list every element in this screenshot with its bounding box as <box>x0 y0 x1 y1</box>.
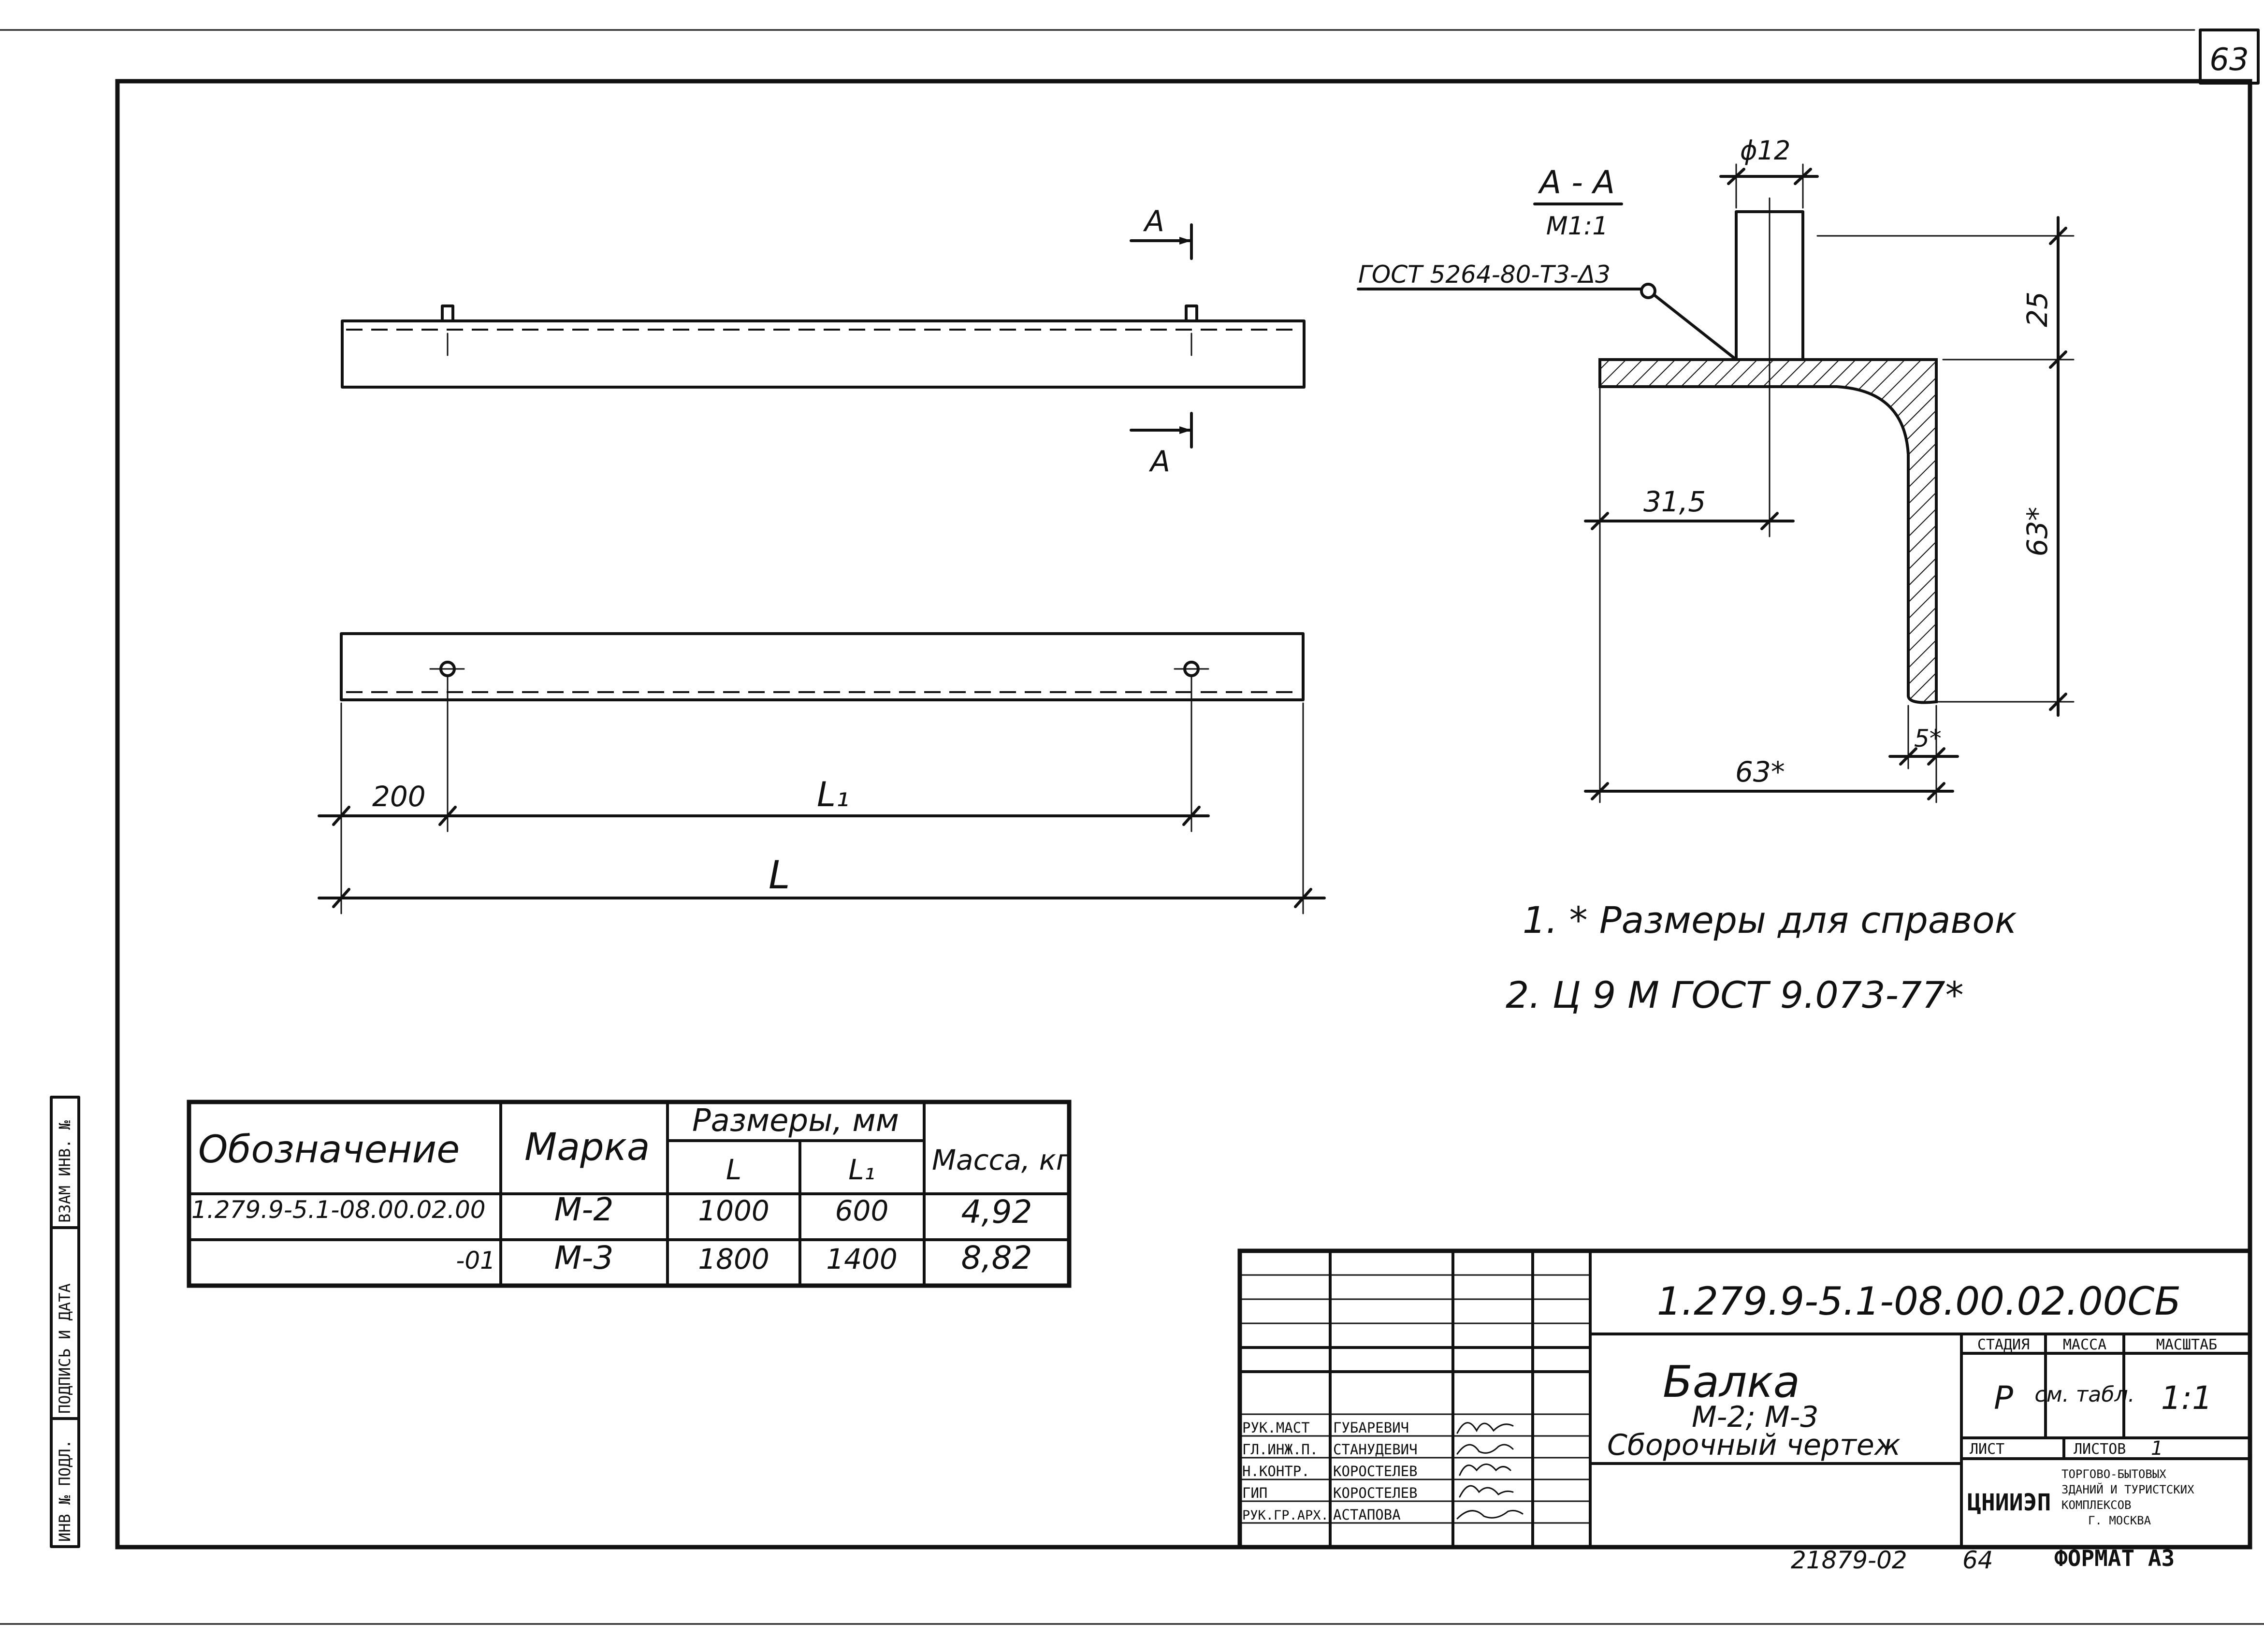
header-mass: Масса, кг <box>932 1144 1071 1176</box>
scale-value: 1:1 <box>2161 1379 2212 1417</box>
svg-text:А - А: А - А <box>1538 164 1615 201</box>
row1-mark: М-2 <box>554 1191 614 1228</box>
note-1: 1. * Размеры для справок <box>1523 898 2017 942</box>
sheet-label: ЛИСТ <box>1970 1441 2004 1458</box>
section-mark-bottom: А <box>1130 412 1193 478</box>
drawing-marks: М-2; М-3 <box>1692 1400 1818 1434</box>
stage-value: Р <box>1994 1379 2013 1417</box>
sheets-value: 1 <box>2151 1437 2163 1460</box>
org-logo: ЦНИИЭП <box>1967 1489 2051 1516</box>
dimension-63-horizontal: 63* <box>1735 755 1785 788</box>
row1-L1: 600 <box>835 1194 889 1227</box>
sheet-seq: 64 <box>1962 1546 1993 1574</box>
row2-designation: -01 <box>456 1246 495 1275</box>
staff-name-5: АСТАПОВА <box>1333 1507 1401 1523</box>
staff-name-4: КОРОСТЕЛЕВ <box>1333 1485 1418 1501</box>
dimension-200: 200 <box>372 780 426 813</box>
stamp-inv-podl: ИНВ № ПОДЛ. <box>56 1439 74 1542</box>
header-mark: Марка <box>524 1126 650 1169</box>
stage-label: СТАДИЯ <box>1977 1336 2030 1353</box>
row2-mass: 8,82 <box>961 1239 1032 1276</box>
staff-name-3: КОРОСТЕЛЕВ <box>1333 1463 1418 1479</box>
svg-text:А: А <box>1143 204 1164 238</box>
spec-table: Обозначение Марка Размеры, мм L L₁ Масса… <box>187 1100 1072 1288</box>
signature-5 <box>1456 1509 1524 1520</box>
staff-role-5: РУК.ГР.АРХ. <box>1242 1508 1329 1523</box>
dimension-31-5: 31,5 <box>1643 485 1706 518</box>
scale-label: МАСШТАБ <box>2156 1336 2217 1353</box>
drawing-frame <box>115 79 2252 1550</box>
row2-L: 1800 <box>698 1243 769 1275</box>
org-line-4: Г. МОСКВА <box>2088 1514 2151 1527</box>
staff-role-4: ГИП <box>1242 1485 1267 1501</box>
row2-mark: М-3 <box>554 1239 614 1276</box>
dimension-5: 5* <box>1914 725 1942 753</box>
staff-role-2: ГЛ.ИНЖ.П. <box>1242 1441 1318 1458</box>
page-number-box: 63 <box>2199 29 2260 85</box>
side-stamp: ИНВ № ПОДЛ. ПОДПИСЬ И ДАТА ВЗАМ ИНВ. № <box>50 1096 80 1548</box>
signature-2 <box>1456 1444 1514 1455</box>
mass-value: см. табл. <box>2034 1382 2134 1407</box>
stamp-podpis: ПОДПИСЬ И ДАТА <box>56 1283 74 1414</box>
format-label: ФОРМАТ А3 <box>2054 1545 2175 1571</box>
drawing-name: Балка <box>1663 1357 1800 1407</box>
svg-text:А: А <box>1148 445 1170 478</box>
row1-mass: 4,92 <box>961 1193 1032 1231</box>
header-L1: L₁ <box>848 1153 875 1186</box>
dimension-25: 25 <box>2021 291 2054 327</box>
sheets-label: ЛИСТОВ <box>2074 1441 2126 1458</box>
row2-L1: 1400 <box>826 1243 898 1275</box>
dimension-L: L <box>769 853 790 898</box>
header-L: L <box>726 1153 741 1186</box>
weld-note: ГОСТ 5264-80-Т3-Δ3 <box>1358 261 1611 289</box>
signature-3 <box>1459 1464 1511 1476</box>
mass-label: МАССА <box>2063 1336 2106 1353</box>
staff-role-3: Н.КОНТР. <box>1242 1463 1310 1479</box>
title-block: 1.279.9-5.1-08.00.02.00СБ Балка М-2; М-3… <box>1237 1248 2252 1550</box>
staff-name-2: СТАНУДЕВИЧ <box>1333 1441 1418 1458</box>
org-line-3: КОМПЛЕКСОВ <box>2061 1498 2132 1512</box>
page-number: 63 <box>2209 42 2249 78</box>
dimension-lines-section: ϕ12 25 63* 31,5 63* 5* <box>1584 135 2075 803</box>
org-line-2: ЗДАНИЙ И ТУРИСТСКИХ <box>2061 1482 2194 1496</box>
signature-4 <box>1459 1485 1514 1498</box>
row1-designation: 1.279.9-5.1-08.00.02.00 <box>191 1196 486 1224</box>
staff-role-1: РУК.МАСТ <box>1242 1420 1310 1436</box>
notes: 1. * Размеры для справок 2. Ц 9 М ГОСТ 9… <box>1506 898 2017 1016</box>
svg-text:М1:1: М1:1 <box>1546 212 1609 241</box>
dimension-63-vertical: 63* <box>2021 507 2054 557</box>
drawing-type: Сборочный чертеж <box>1607 1428 1901 1462</box>
doc-code: 1.279.9-5.1-08.00.02.00СБ <box>1657 1279 2181 1324</box>
section-title: А - А М1:1 <box>1533 164 1623 241</box>
section-mark-top: А <box>1130 204 1193 260</box>
weld-callout: ГОСТ 5264-80-Т3-Δ3 <box>1357 261 1738 361</box>
archive-number: 21879-02 <box>1791 1546 1907 1574</box>
header-designation: Обозначение <box>198 1128 460 1172</box>
header-sizes: Размеры, мм <box>692 1103 899 1139</box>
signature-1 <box>1456 1422 1514 1434</box>
dimension-lines-plan: 200 L₁ L <box>318 676 1326 914</box>
beam-plan-view <box>340 632 1305 701</box>
staff-name-1: ГУБАРЕВИЧ <box>1333 1420 1409 1436</box>
stamp-vzam: ВЗАМ ИНВ. № <box>56 1120 74 1223</box>
row1-L: 1000 <box>698 1194 769 1227</box>
dimension-phi12: ϕ12 <box>1740 135 1790 166</box>
angle-section <box>1598 197 1938 704</box>
note-2: 2. Ц 9 М ГОСТ 9.073-77* <box>1506 973 1964 1016</box>
beam-front-view <box>341 304 1306 389</box>
dimension-L1: L₁ <box>817 775 849 814</box>
org-line-1: ТОРГОВО-БЫТОВЫХ <box>2061 1467 2166 1481</box>
